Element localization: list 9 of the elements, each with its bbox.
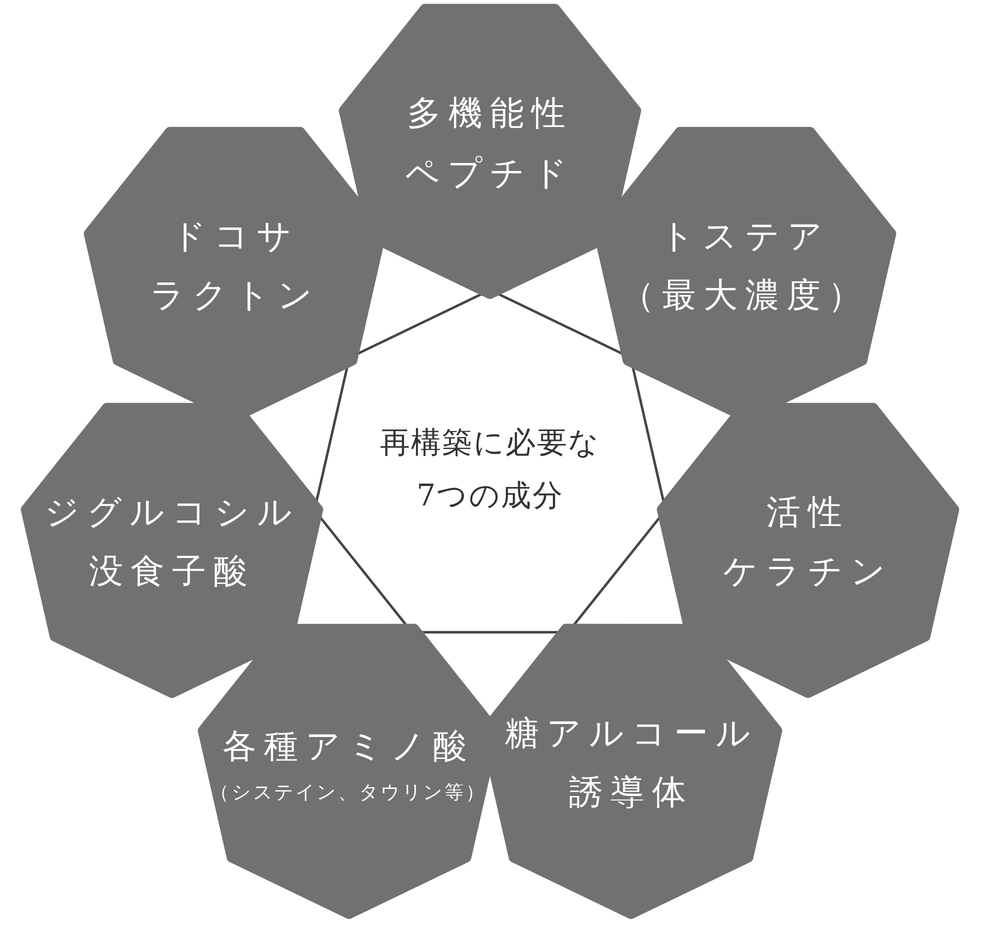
ingredient-name: 各種アミノ酸 xyxy=(222,725,474,768)
center-label: 再構築に必要な7つの成分 xyxy=(380,424,600,515)
ingredient-name: ジグルコシル没食子酸 xyxy=(44,491,300,594)
ingredient-name: 多機能性ペプチド xyxy=(405,92,575,195)
ingredient-name: 糖アルコール誘導体 xyxy=(504,712,758,815)
ingredient-note: （システイン、タウリン等） xyxy=(210,780,487,806)
ingredient-name: ドコサラクトン xyxy=(150,215,320,318)
ingredient-name: トステア（最大濃度） xyxy=(620,215,870,318)
ingredient-name: 活性ケラチン xyxy=(722,491,893,594)
